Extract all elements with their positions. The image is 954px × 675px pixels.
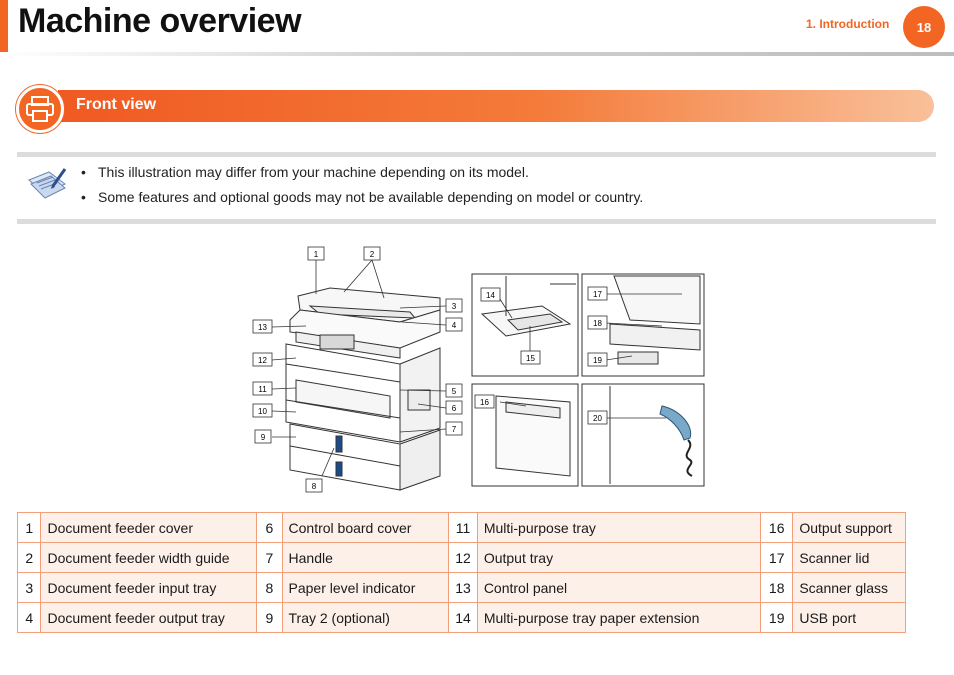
part-name: USB port [792, 602, 906, 633]
callout-16: 16 [474, 394, 495, 409]
svg-text:5: 5 [452, 387, 457, 396]
note-pencil-icon [28, 168, 67, 199]
part-number: 19 [760, 602, 794, 633]
callout-20: 20 [587, 410, 608, 425]
header-divider [0, 52, 954, 56]
svg-text:8: 8 [312, 482, 317, 491]
callout-13: 13 [252, 319, 273, 334]
svg-text:20: 20 [593, 414, 602, 423]
callout-9: 9 [254, 429, 272, 444]
note-item: •Some features and optional goods may no… [81, 189, 644, 205]
part-name: Control board cover [281, 512, 450, 543]
part-name: Multi-purpose tray paper extension [476, 602, 762, 633]
part-number: 17 [760, 542, 794, 573]
inset-scanner [581, 273, 705, 377]
svg-text:2: 2 [370, 250, 375, 259]
diagram-callouts: 1 2 3 4 5 6 7 8 9 10 11 12 13 14 15 16 1… [252, 246, 608, 493]
svg-text:6: 6 [452, 404, 457, 413]
svg-text:9: 9 [261, 433, 266, 442]
part-name: Handle [281, 542, 450, 573]
part-number: 16 [760, 512, 794, 543]
part-number: 9 [256, 602, 283, 633]
note-box [17, 152, 936, 224]
svg-text:10: 10 [258, 407, 267, 416]
svg-text:18: 18 [593, 319, 602, 328]
callout-3: 3 [445, 298, 463, 313]
page-number-badge: 18 [903, 6, 945, 48]
main-printer-drawing [285, 287, 441, 491]
section-header-bar [58, 90, 934, 122]
part-number: 2 [16, 542, 42, 573]
callout-7: 7 [445, 421, 463, 436]
callout-10: 10 [252, 403, 273, 418]
callout-4: 4 [445, 317, 463, 332]
callout-6: 6 [445, 400, 463, 415]
svg-text:15: 15 [526, 354, 535, 363]
chapter-link[interactable]: 1. Introduction [806, 17, 890, 31]
svg-text:12: 12 [258, 356, 267, 365]
part-name: Control panel [476, 572, 762, 603]
part-number: 11 [448, 512, 478, 543]
svg-text:7: 7 [452, 425, 457, 434]
part-name: Scanner glass [792, 572, 906, 603]
svg-text:4: 4 [452, 321, 457, 330]
callout-5: 5 [445, 383, 463, 398]
part-number: 3 [16, 572, 42, 603]
callout-2: 2 [363, 246, 381, 261]
callout-14: 14 [480, 287, 501, 302]
svg-text:3: 3 [452, 302, 457, 311]
svg-text:1: 1 [314, 250, 319, 259]
part-name: Document feeder width guide [40, 542, 258, 573]
svg-text:19: 19 [593, 356, 602, 365]
part-name: Scanner lid [792, 542, 906, 573]
machine-front-view-illustration: 1 2 3 4 5 6 7 8 9 10 11 12 13 14 15 16 1… [252, 246, 705, 493]
part-name: Document feeder cover [40, 512, 258, 543]
part-name: Document feeder output tray [40, 602, 258, 633]
part-name: Output tray [476, 542, 762, 573]
part-number: 6 [256, 512, 283, 543]
callout-8: 8 [305, 478, 323, 493]
part-number: 14 [448, 602, 478, 633]
part-number: 7 [256, 542, 283, 573]
svg-text:14: 14 [486, 291, 495, 300]
part-name: Multi-purpose tray [476, 512, 762, 543]
part-name: Paper level indicator [281, 572, 450, 603]
callout-19: 19 [587, 352, 608, 367]
note-list: •This illustration may differ from your … [80, 164, 643, 214]
note-item: •This illustration may differ from your … [81, 164, 529, 180]
part-name: Output support [792, 512, 906, 543]
callout-18: 18 [587, 315, 608, 330]
part-number: 13 [448, 572, 478, 603]
callout-17: 17 [587, 286, 608, 301]
part-number: 18 [760, 572, 794, 603]
svg-text:11: 11 [258, 385, 267, 394]
part-number: 1 [16, 512, 42, 543]
section-title: Front view [76, 96, 157, 113]
printer-icon [16, 85, 64, 133]
callout-11: 11 [252, 381, 273, 396]
svg-text:13: 13 [258, 323, 267, 332]
part-number: 4 [16, 602, 42, 633]
part-number: 8 [256, 572, 283, 603]
header-accent-bar [0, 0, 8, 52]
page-title: Machine overview [18, 2, 302, 40]
callout-1: 1 [307, 246, 325, 261]
svg-text:16: 16 [480, 398, 489, 407]
part-name: Tray 2 (optional) [281, 602, 450, 633]
svg-text:17: 17 [593, 290, 602, 299]
callout-15: 15 [520, 350, 541, 365]
callout-12: 12 [252, 352, 273, 367]
inset-handset [581, 383, 705, 487]
part-number: 12 [448, 542, 478, 573]
part-name: Document feeder input tray [40, 572, 258, 603]
